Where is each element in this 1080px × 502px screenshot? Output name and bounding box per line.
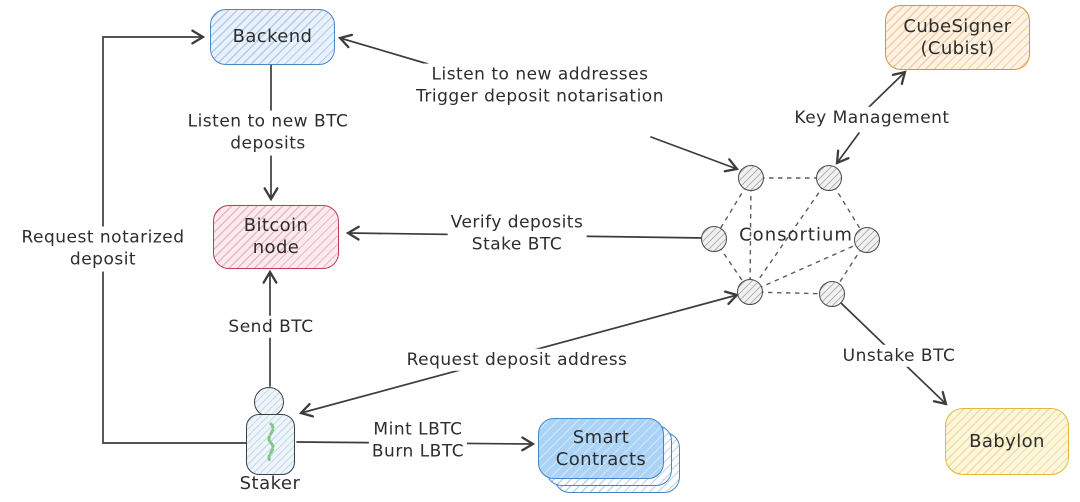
edge-label-request-notarized-deposit: Request notarized deposit <box>18 226 188 272</box>
edge-key-management-to-cubesigner <box>868 70 907 108</box>
edge-label-listen-new-btc-deposits: Listen to new BTC deposits <box>184 110 352 156</box>
consortium-label: Consortium <box>739 224 853 246</box>
consortium-node-top-left <box>738 165 764 191</box>
edge-listen-new-addresses-to-backend <box>337 33 429 65</box>
smart-contracts-label-line2: Contracts <box>555 448 647 470</box>
consortium-node-top-right <box>816 165 842 191</box>
cubesigner-node: CubeSigner (Cubist) <box>885 5 1030 70</box>
backend-node: Backend <box>210 9 335 65</box>
staker-label: Staker <box>239 473 301 495</box>
staker-money-icon <box>267 422 274 463</box>
smart-contracts-node: Smart Contracts <box>538 418 664 479</box>
edge-label-send-btc: Send BTC <box>225 315 317 339</box>
backend-label: Backend <box>232 26 313 48</box>
bitcoin-node-label-line2: node <box>252 237 300 258</box>
cubesigner-label-line2: (Cubist) <box>920 37 995 59</box>
consortium-node-bottom-left <box>737 279 763 305</box>
consortium-node-bottom-right <box>819 281 845 307</box>
bitcoin-node: Bitcoin node <box>213 205 339 269</box>
edge-label-request-deposit-address: Request deposit address <box>403 348 631 372</box>
cubesigner-label-line1: CubeSigner <box>903 15 1012 37</box>
smart-contracts-label-line1: Smart <box>572 426 630 448</box>
staker-head-icon <box>254 387 284 417</box>
edge-listen-new-addresses-to-consortium <box>650 136 740 173</box>
consortium-node-left <box>701 226 727 252</box>
babylon-label: Babylon <box>969 430 1045 452</box>
edge-label-mint-burn-lbtc: Mint LBTC Burn LBTC <box>368 418 468 464</box>
edge-label-listen-new-addresses: Listen to new addresses Trigger deposit … <box>413 63 667 109</box>
edge-label-unstake-btc: Unstake BTC <box>839 344 959 368</box>
edge-key-management-to-consortium <box>835 132 860 165</box>
staker-body-icon <box>246 414 295 475</box>
bitcoin-node-label-line1: Bitcoin <box>243 215 309 237</box>
consortium-node-right <box>854 227 880 253</box>
edge-label-verify-deposits-stake-btc: Verify deposits Stake BTC <box>447 211 587 257</box>
edge-label-key-management: Key Management <box>791 106 953 130</box>
babylon-node: Babylon <box>945 408 1069 475</box>
